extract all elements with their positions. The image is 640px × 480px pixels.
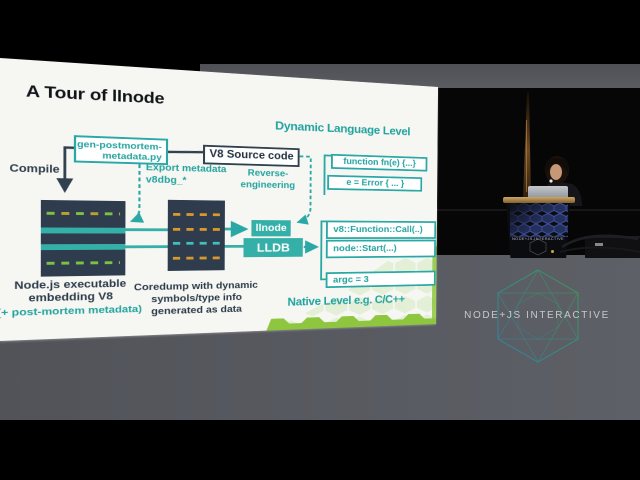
exec-caption-line2: embedding V8 [29, 291, 113, 305]
export-metadata-dashed-arrow [132, 164, 140, 221]
coredump-box [168, 200, 225, 271]
exec-caption-line1: Node.js executable [14, 278, 126, 292]
llnode-box: llnode [251, 220, 290, 236]
export-metadata-label: Export metadata v8dbg_* [146, 163, 227, 188]
nodejs-executable-caption: Node.js executable embedding V8 (+ post-… [0, 278, 148, 321]
coredump-dash-row [173, 257, 220, 260]
argc-box: argc = 3 [326, 271, 436, 288]
cable-connector [551, 250, 554, 253]
reverse-engineering-line2: engineering [240, 179, 295, 190]
compile-arrow [65, 148, 74, 191]
function-fn-box: function fn(e) {...} [331, 154, 427, 172]
compile-label: Compile [9, 163, 59, 176]
gen-postmortem-box: gen-postmortem- metadata.py [74, 135, 168, 165]
coredump-dash-row [173, 213, 220, 216]
gen-postmortem-line1: gen-postmortem- [77, 139, 162, 153]
coredump-caption: Coredump with dynamic symbols/type info … [131, 280, 261, 319]
reverse-engineering-line1: Reverse- [248, 168, 289, 179]
export-metadata-line2: v8dbg_* [146, 174, 187, 185]
wall-logo-text: NODE+JS INTERACTIVE [437, 310, 637, 321]
v8-function-call-box: v8::Function::Call(..) [326, 221, 436, 239]
pole-highlight [526, 120, 527, 192]
lldb-box: LLDB [243, 238, 302, 257]
coredump-dash-row [173, 242, 220, 245]
node-start-box: node::Start(...) [326, 240, 436, 259]
coredump-caption-line3: generated as data [151, 303, 242, 317]
metadata-dash-row [47, 212, 120, 216]
nodejs-executable-box [41, 200, 126, 277]
metadata-solid-bar [41, 244, 126, 250]
export-metadata-line1: Export metadata [146, 163, 227, 175]
error-box: e = Error { ... } [327, 175, 422, 192]
reverse-engineering-label: Reverse- engineering [228, 168, 307, 192]
coredump-dash-row [173, 228, 220, 231]
gen-to-v8source-line [167, 151, 203, 153]
metadata-solid-bar [41, 228, 126, 234]
stage-cables [560, 225, 640, 257]
presentation-slide: A Tour of llnode [0, 58, 438, 341]
gen-postmortem-line2: metadata.py [102, 151, 162, 163]
metadata-dash-row [47, 261, 120, 265]
